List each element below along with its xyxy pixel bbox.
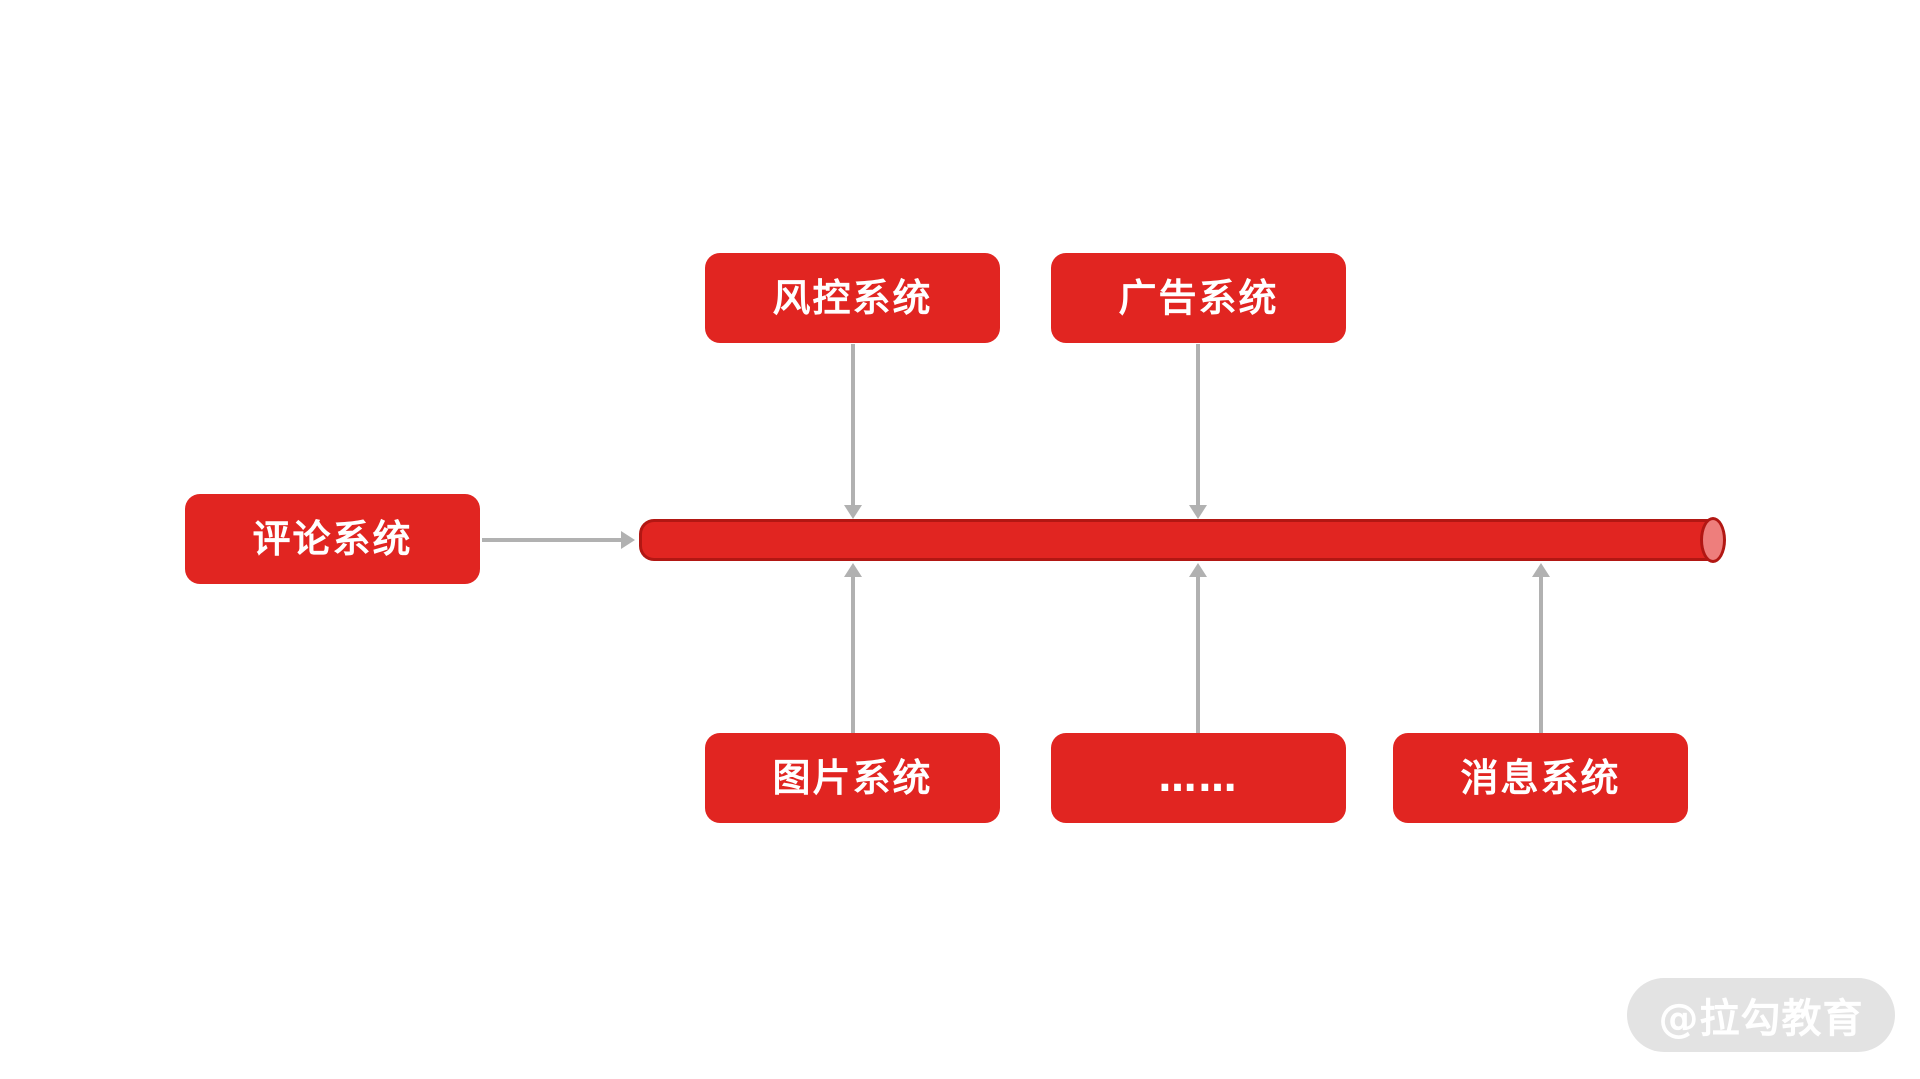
arrow-line [482,538,622,542]
node-comment-system: 评论系统 [185,494,480,584]
arrow-line [1196,344,1200,506]
node-message-system: 消息系统 [1393,733,1688,823]
arrow-line [851,344,855,506]
node-label: 图片系统 [772,756,933,800]
arrow-head-down-icon [1189,505,1207,519]
arrow-line [851,577,855,733]
arrow-line [1539,577,1543,733]
node-image-system: 图片系统 [705,733,1000,823]
node-label: …… [1158,756,1239,800]
node-label: 风控系统 [772,276,933,320]
node-label: 消息系统 [1460,756,1621,800]
watermark-label: @拉勾教育 [1658,996,1864,1042]
arrow-head-up-icon [1189,563,1207,577]
arrow-line [1196,577,1200,733]
node-ad-system: 广告系统 [1051,253,1346,343]
watermark-badge: @拉勾教育 [1627,978,1895,1052]
node-label: 广告系统 [1118,276,1279,320]
node-label: 评论系统 [252,517,413,561]
arrow-head-right-icon [621,531,635,549]
arrow-head-up-icon [844,563,862,577]
message-queue-cylinder [639,519,1711,561]
node-risk-control-system: 风控系统 [705,253,1000,343]
cylinder-end-cap [1700,517,1726,563]
node-ellipsis-other-systems: …… [1051,733,1346,823]
arrow-head-down-icon [844,505,862,519]
arrow-head-up-icon [1532,563,1550,577]
